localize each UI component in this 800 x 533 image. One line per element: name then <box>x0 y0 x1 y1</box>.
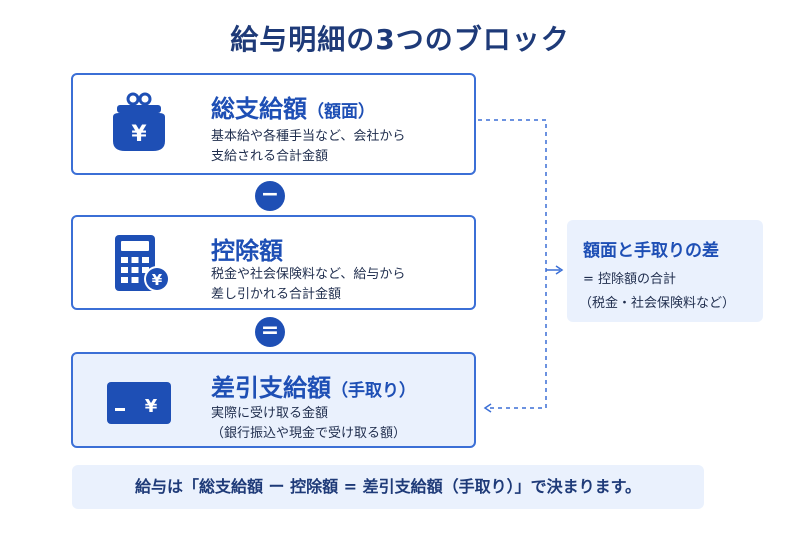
gross-pay-desc-line2: 支給される合計金額 <box>211 149 329 164</box>
net-pay-block: ¥ 差引支給額（手取り） 実際に受け取る金額 （銀行振込や現金で受け取る額） <box>71 352 476 448</box>
minus-operator: − <box>255 181 285 211</box>
svg-text:¥: ¥ <box>131 122 147 147</box>
difference-note-title: 額面と手取りの差 <box>583 241 719 261</box>
difference-note-line1: = 控除額の合計 <box>583 272 677 287</box>
net-pay-note: （手取り） <box>331 381 416 401</box>
net-pay-label: 差引支給額 <box>211 374 331 402</box>
card-yen-icon: ¥ <box>107 382 171 424</box>
net-pay-desc-line1: 実際に受け取る金額 <box>211 406 329 421</box>
deduction-desc-line2: 差し引かれる合計金額 <box>211 287 342 302</box>
gross-pay-block: ¥ 総支給額（額面） 基本給や各種手当など、会社から 支給される合計金額 <box>71 73 476 175</box>
svg-text:¥: ¥ <box>145 396 158 417</box>
difference-note-line2: （税金・社会保険料など） <box>579 296 736 311</box>
net-pay-title: 差引支給額（手取り） <box>211 368 416 403</box>
summary-formula: 給与は「総支給額 ー 控除額 = 差引支給額（手取り）」で決まります。 <box>72 465 704 509</box>
gross-pay-desc-line1: 基本給や各種手当など、会社から <box>211 129 406 144</box>
difference-note: 額面と手取りの差 = 控除額の合計 （税金・社会保険料など） <box>567 220 763 322</box>
purse-yen-icon: ¥ <box>113 92 165 151</box>
gross-pay-note: （額面） <box>307 102 375 122</box>
net-pay-description: 実際に受け取る金額 （銀行振込や現金で受け取る額） <box>211 404 466 444</box>
equals-operator: = <box>255 317 285 347</box>
deduction-label: 控除額 <box>211 237 283 265</box>
gross-pay-label: 総支給額 <box>211 95 307 123</box>
deduction-description: 税金や社会保険料など、給与から 差し引かれる合計金額 <box>211 265 466 305</box>
deduction-desc-line1: 税金や社会保険料など、給与から <box>211 267 406 282</box>
deduction-title: 控除額 <box>211 231 283 266</box>
net-pay-desc-line2: （銀行振込や現金で受け取る額） <box>211 426 407 441</box>
gross-pay-description: 基本給や各種手当など、会社から 支給される合計金額 <box>211 127 466 167</box>
page-title: 給与明細の3つのブロック <box>230 23 570 56</box>
svg-text:¥: ¥ <box>152 271 163 289</box>
gross-pay-title: 総支給額（額面） <box>211 89 375 124</box>
calculator-yen-icon: ¥ <box>115 235 170 292</box>
deduction-block: ¥ 控除額 税金や社会保険料など、給与から 差し引かれる合計金額 <box>71 215 476 310</box>
